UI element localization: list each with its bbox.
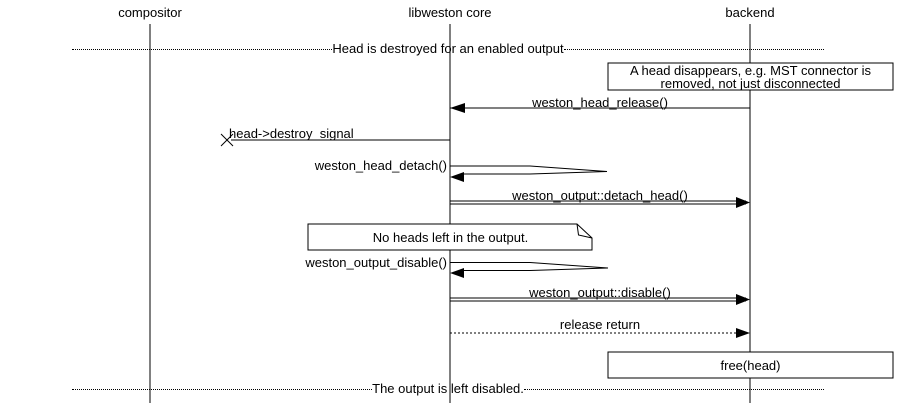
divider-label: The output is left disabled.	[372, 381, 524, 396]
lifeline-label-compositor: compositor	[118, 5, 182, 20]
msg-release-return-arrowhead	[736, 328, 750, 338]
note-line: removed, not just disconnected	[660, 75, 841, 91]
divider-dotted-line-right	[563, 48, 824, 50]
msg-label-detach-head: weston_output::detach_head()	[512, 188, 688, 203]
divider-head-destroyed: Head is destroyed for an enabled output	[72, 42, 824, 56]
msg-head-release-arrowhead	[450, 103, 465, 113]
divider-dotted-line-left	[72, 48, 333, 50]
note-line: A head disappears, e.g. MST connector is	[629, 62, 872, 78]
divider-dotted-line-left	[72, 388, 373, 390]
note-no-heads-box	[307, 223, 593, 251]
selfcall-output-disable-loop	[450, 262, 609, 271]
msg-label-release-return: release return	[559, 317, 641, 332]
msg-destroy-signal-x-mark	[220, 133, 234, 147]
msg-label-output-disable: weston_output::disable()	[529, 285, 671, 300]
note-head-disappears: A head disappears, e.g. MST connector is…	[608, 63, 893, 90]
divider-output-left-disabled: The output is left disabled.	[72, 381, 825, 396]
note-fold-corner	[576, 223, 593, 239]
divider-dotted-line-right	[523, 388, 825, 390]
note-line: No heads left in the output.	[372, 229, 529, 245]
selfcall-head-detach-loop	[450, 165, 608, 175]
selfcall-output-disable-arrowhead	[450, 268, 464, 278]
note-no-heads: No heads left in the output.	[308, 224, 593, 250]
lifeline-label-backend: backend	[725, 5, 775, 20]
lifeline-label-libweston-core: libweston core	[408, 5, 492, 20]
msg-output-disable-arrowhead	[736, 294, 750, 305]
msg-label-head-release: weston_head_release()	[532, 95, 668, 110]
action-box-free-head	[607, 351, 894, 379]
msg-label-destroy-signal: head->destroy_signal	[229, 126, 354, 141]
msg-label-output-disable-call: weston_output_disable()	[305, 255, 447, 270]
divider-label: Head is destroyed for an enabled output	[332, 41, 564, 56]
action-box-label-free-head: free(head)	[720, 357, 781, 373]
selfcall-head-detach-arrowhead	[450, 172, 464, 182]
note-head-disappears-box	[607, 62, 894, 91]
msg-detach-head-arrowhead	[736, 197, 750, 208]
msg-label-head-detach: weston_head_detach()	[314, 158, 447, 173]
